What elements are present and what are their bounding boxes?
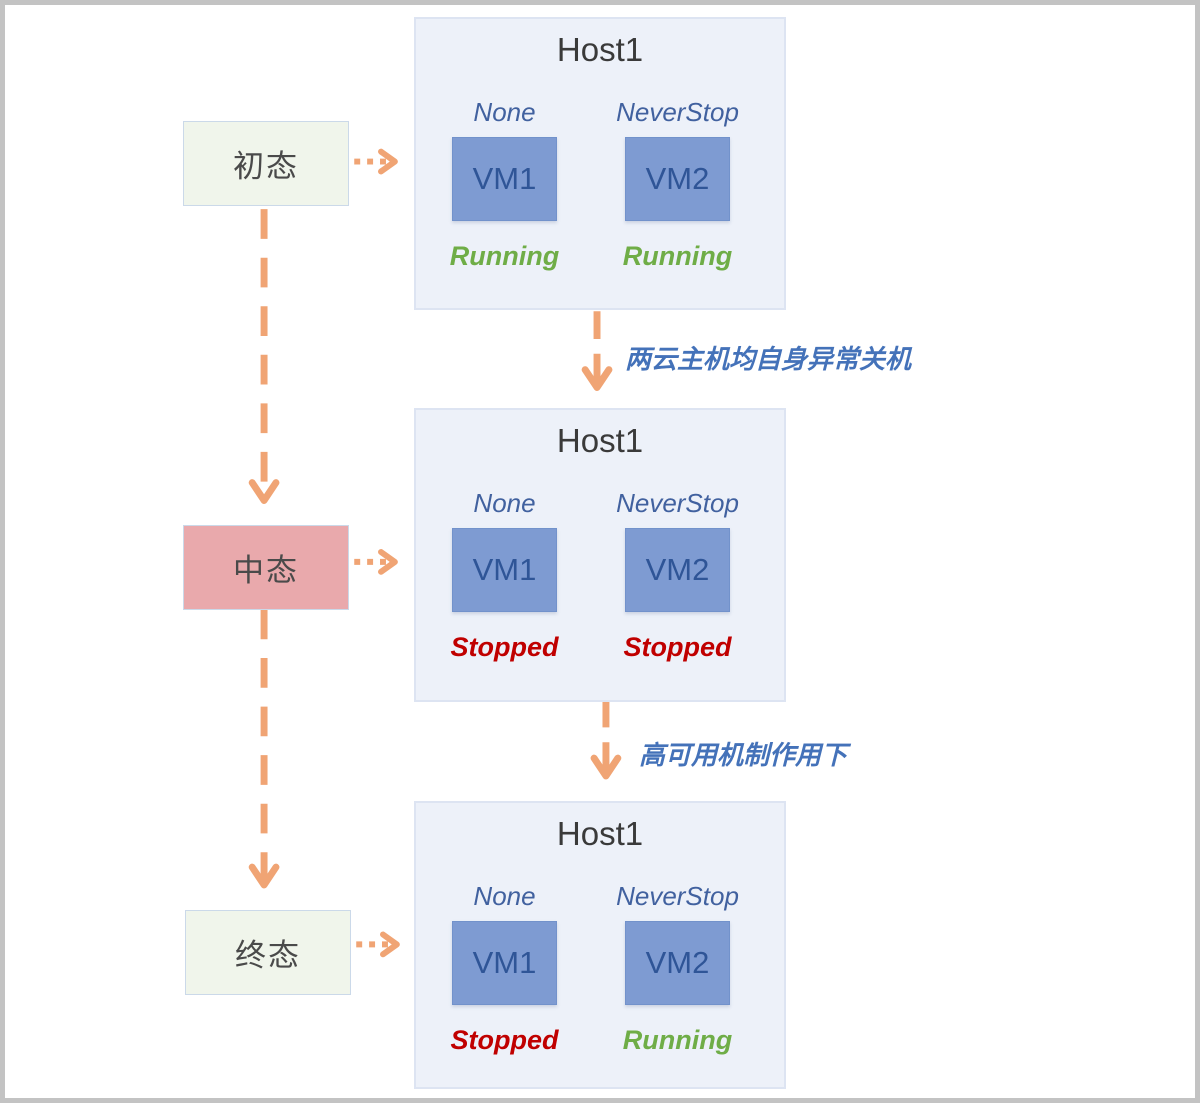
state-label-initial: 初态 bbox=[233, 149, 299, 184]
vm2-status: Stopped bbox=[623, 632, 732, 662]
vm1-status: Stopped bbox=[450, 632, 559, 662]
state-label-final: 终态 bbox=[235, 938, 301, 973]
host-box-1: Host1 None VM1 Running NeverStop VM2 Run… bbox=[414, 17, 786, 310]
host-box-2: Host1 None VM1 Stopped NeverStop VM2 Sto… bbox=[414, 408, 786, 702]
vm2-name: VM2 bbox=[645, 161, 710, 196]
vm2-column: NeverStop VM2 Running bbox=[616, 19, 739, 308]
vm2-box: VM2 bbox=[625, 528, 730, 612]
vm1-box: VM1 bbox=[452, 528, 557, 612]
vm1-box: VM1 bbox=[452, 921, 557, 1005]
vm2-column: NeverStop VM2 Running bbox=[616, 803, 739, 1087]
vm1-name: VM1 bbox=[472, 552, 537, 587]
vm2-policy-label: NeverStop bbox=[616, 488, 739, 518]
state-box-middle: 中态 bbox=[183, 525, 349, 610]
vm1-policy-label: None bbox=[473, 488, 536, 518]
host-box-3: Host1 None VM1 Stopped NeverStop VM2 Run… bbox=[414, 801, 786, 1089]
annotation-ha-mechanism: 高可用机制作用下 bbox=[639, 740, 848, 770]
vm1-column: None VM1 Stopped bbox=[450, 803, 559, 1087]
vm1-name: VM1 bbox=[472, 161, 537, 196]
vm1-status: Stopped bbox=[450, 1025, 559, 1055]
state-box-initial: 初态 bbox=[183, 121, 349, 206]
vm2-status: Running bbox=[622, 1025, 733, 1055]
vm1-box: VM1 bbox=[452, 137, 557, 221]
host-title: Host1 bbox=[556, 815, 644, 852]
vm1-column: None VM1 Stopped bbox=[450, 410, 559, 700]
vm1-policy-label: None bbox=[473, 97, 536, 127]
vm2-name: VM2 bbox=[645, 552, 710, 587]
vm2-box: VM2 bbox=[625, 921, 730, 1005]
vm2-box: VM2 bbox=[625, 137, 730, 221]
vm2-policy-label: NeverStop bbox=[616, 97, 739, 127]
vm2-name: VM2 bbox=[645, 945, 710, 980]
vm1-name: VM1 bbox=[472, 945, 537, 980]
vm1-policy-label: None bbox=[473, 881, 536, 911]
vm1-column: None VM1 Running bbox=[449, 19, 560, 308]
vm2-policy-label: NeverStop bbox=[616, 881, 739, 911]
vm1-status: Running bbox=[449, 241, 560, 271]
vm2-column: NeverStop VM2 Stopped bbox=[616, 410, 739, 700]
state-label-middle: 中态 bbox=[233, 553, 299, 588]
vm2-status: Running bbox=[622, 241, 733, 271]
state-box-final: 终态 bbox=[185, 910, 351, 995]
host-title: Host1 bbox=[556, 31, 644, 68]
annotation-abnormal-shutdown: 两云主机均自身异常关机 bbox=[625, 344, 912, 374]
host-title: Host1 bbox=[556, 422, 644, 459]
